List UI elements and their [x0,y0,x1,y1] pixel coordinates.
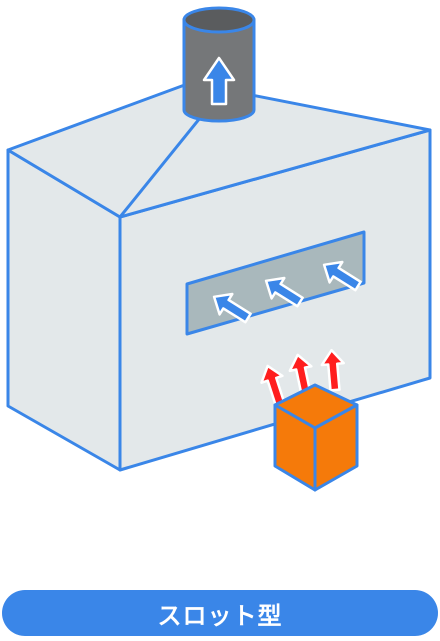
exhaust-duct [182,6,256,123]
arrow-diagonal-icon [322,260,362,292]
caption-label: スロット型 [157,601,283,630]
slot-airflow-arrows [212,260,362,324]
arrow-up-icon [320,348,345,392]
source-cube [273,383,359,492]
heat-rising-arrows [260,348,345,407]
caption-bar: スロット型 [2,590,438,636]
hood-box [6,81,432,472]
arrow-diagonal-icon [212,292,252,324]
cube-right-face [313,403,359,492]
arrow-up-icon [202,56,236,106]
hood-ridge-line [118,117,202,218]
duct-top-opening [182,6,256,34]
arrow-diagonal-icon [264,276,304,308]
arrow-up-icon [260,364,286,407]
hood-top-face [6,81,432,219]
